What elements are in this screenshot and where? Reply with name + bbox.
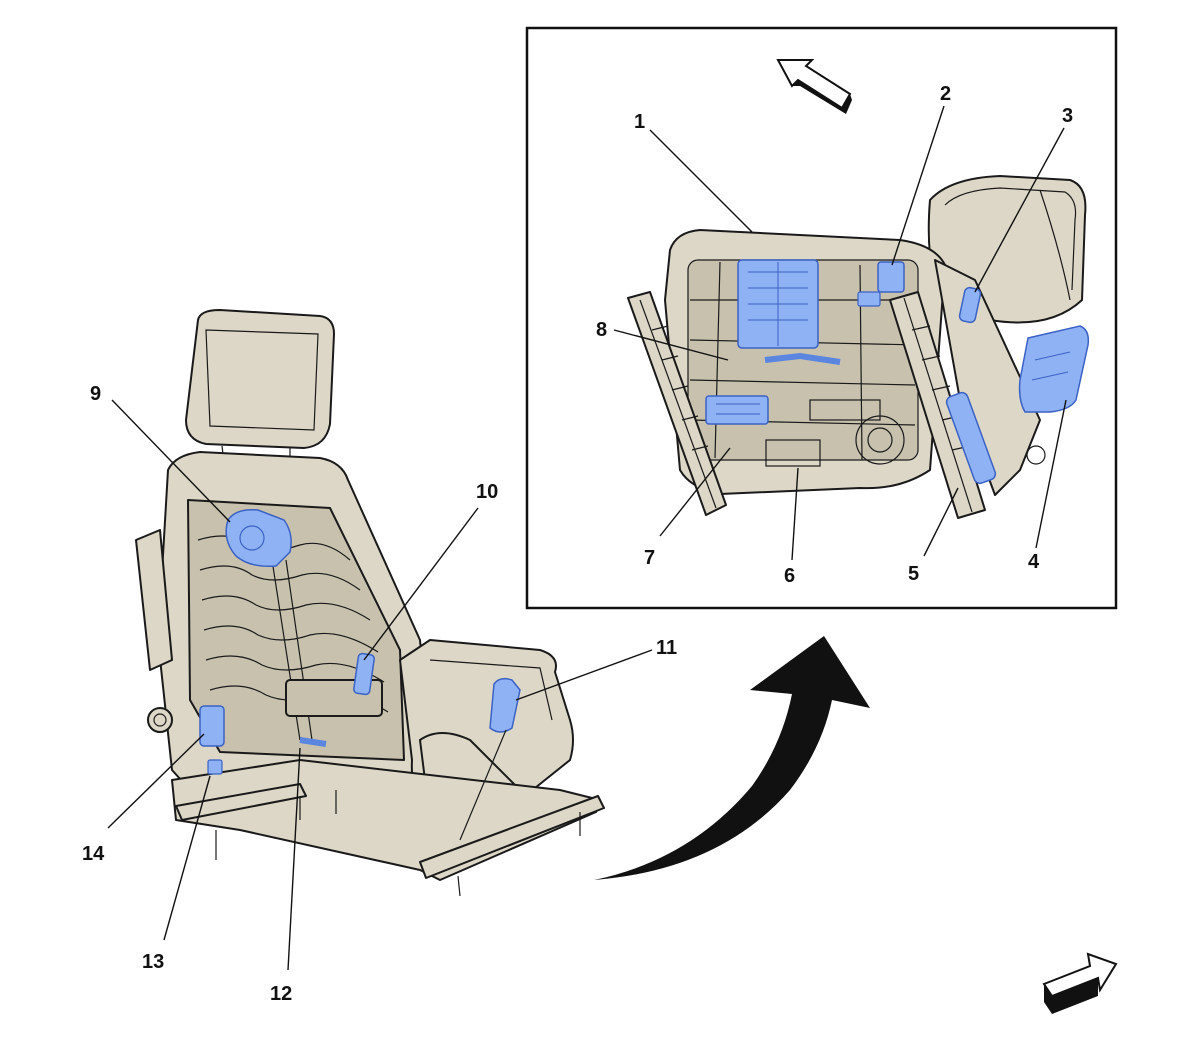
callout-1: 1 xyxy=(634,111,645,133)
view-arrow-main-icon xyxy=(1042,952,1118,1014)
callout-9: 9 xyxy=(90,383,101,405)
component-13-connector xyxy=(207,759,223,775)
component-12-harness xyxy=(299,737,327,747)
callout-7: 7 xyxy=(644,547,655,569)
recliner-knob-icon xyxy=(147,707,173,733)
inset-left-rail xyxy=(627,291,727,516)
inset-component-7-module xyxy=(705,395,769,425)
component-11-motor xyxy=(459,677,521,841)
headrest xyxy=(185,309,335,464)
inset-right-rail xyxy=(889,291,986,519)
callout-3: 3 xyxy=(1062,105,1073,127)
callout-6: 6 xyxy=(784,565,795,587)
inset-component-4-airbag-module xyxy=(1018,325,1090,413)
inset-component-3-sensor xyxy=(958,286,982,324)
callout-13: 13 xyxy=(142,951,164,973)
inset-component-5-motor xyxy=(945,391,997,485)
component-9-lumbar-pump xyxy=(225,508,292,568)
callout-8: 8 xyxy=(596,319,607,341)
component-14-switch xyxy=(199,705,225,747)
inset-component-2-connector xyxy=(857,261,905,307)
callout-10: 10 xyxy=(476,481,498,503)
callout-11: 11 xyxy=(656,637,677,659)
callout-4: 4 xyxy=(1028,551,1040,573)
callout-5: 5 xyxy=(908,563,919,585)
seat-base xyxy=(171,759,605,897)
inset-component-6-harness xyxy=(764,352,841,365)
seatback-frame xyxy=(135,451,433,811)
component-10-sensor xyxy=(353,652,375,696)
view-arrow-inset-icon xyxy=(776,59,852,114)
callout-12: 12 xyxy=(270,983,292,1005)
transition-curved-arrow-icon xyxy=(594,636,870,880)
callout-14: 14 xyxy=(82,843,105,865)
callout-2: 2 xyxy=(940,83,951,105)
inset-component-1-module xyxy=(737,259,819,349)
